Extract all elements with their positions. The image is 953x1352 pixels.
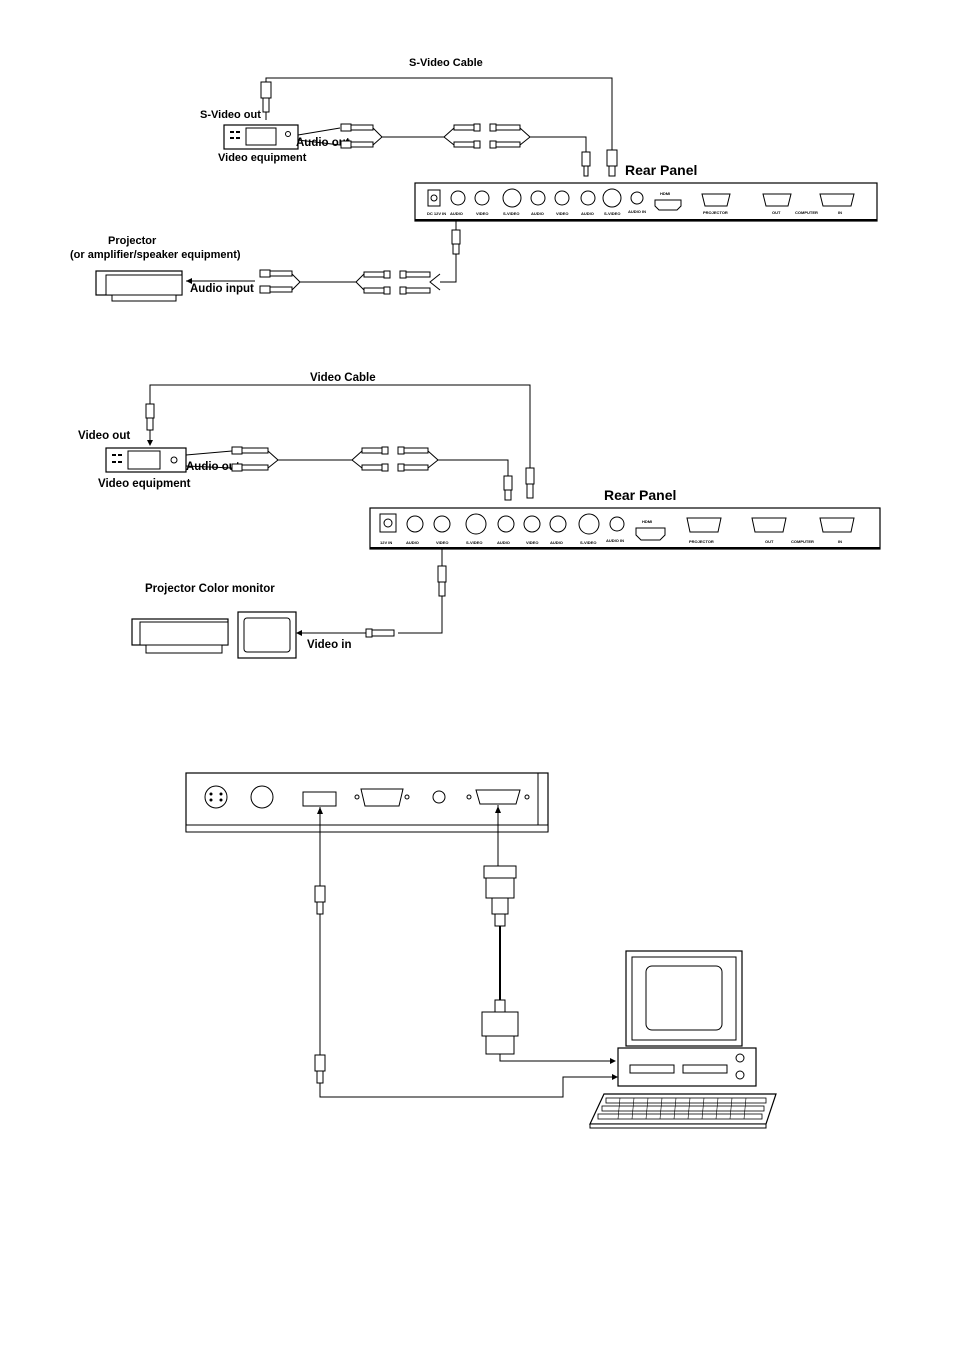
video-cable-sink-2: [296, 549, 447, 638]
rca-port: [554, 190, 570, 206]
rear-panel-2: 12V IN AUDIO VIDEO S-VIDEO AUDIO VIDEO A…: [369, 507, 881, 550]
diagram-svideo-connection: S-Video Cable S-Video out Video equipmen…: [70, 57, 878, 302]
panel-label: HDMI: [660, 191, 670, 196]
panel-label: AUDIO: [406, 540, 419, 545]
audio-cable-sink-1: [186, 221, 461, 295]
projector-sublabel-1: (or amplifier/speaker equipment): [70, 249, 241, 261]
svideo-port: [502, 188, 522, 208]
rca-port: [433, 515, 451, 533]
video-cable-wire: [149, 384, 531, 468]
rca-port: [474, 190, 490, 206]
usb-cable: [314, 807, 618, 1098]
video-equipment-2: [105, 447, 187, 473]
audio-cable-2: [185, 446, 509, 476]
rca-port: [549, 515, 567, 533]
dc-jack: [379, 513, 397, 533]
serial-port: [475, 789, 521, 805]
panel-label: DC 12V IN: [427, 211, 446, 216]
vga-port-projector: [701, 193, 731, 207]
projector-label-1: Projector: [108, 235, 157, 247]
panel-label: VIDEO: [436, 540, 448, 545]
panel-label: AUDIO: [581, 211, 594, 216]
rca-port: [523, 515, 541, 533]
audio-cable-source-1: [297, 123, 587, 152]
diagram-computer-connection: [185, 772, 777, 1129]
video-out-label: Video out: [78, 430, 130, 442]
panel-plugs-1: [581, 149, 618, 177]
projector-1: [95, 270, 183, 302]
dc-jack: [427, 189, 441, 207]
panel-label: S-VIDEO: [604, 211, 620, 216]
panel-label: S-VIDEO: [466, 540, 482, 545]
color-monitor: [237, 611, 297, 659]
panel-plugs-2: [503, 467, 535, 501]
keyboard: [589, 1093, 777, 1129]
panel-label: AUDIO: [497, 540, 510, 545]
svideo-out-label: S-Video out: [200, 109, 261, 121]
vga-port: [360, 788, 404, 807]
panel-label: OUT: [765, 539, 774, 544]
audio-in-port: [630, 191, 644, 205]
panel-label: VIDEO: [476, 211, 488, 216]
video-equipment-label-1: Video equipment: [218, 152, 307, 164]
panel-label: AUDIO: [450, 211, 463, 216]
panel-label: VIDEO: [556, 211, 568, 216]
projector-monitor-label: Projector Color monitor: [145, 583, 275, 595]
panel-label: AUDIO: [531, 211, 544, 216]
projector-2: [131, 618, 229, 654]
svideo-plug-source: [260, 81, 272, 120]
vga-port-out: [762, 193, 792, 207]
diagram-video-connection: Video Cable Video out Video equipment Au…: [78, 372, 881, 659]
panel-label: AUDIO IN: [606, 538, 624, 543]
serial-cable: [481, 805, 616, 1064]
rca-port: [530, 190, 546, 206]
audio-in-port: [609, 516, 625, 532]
rear-panel-label-2: Rear Panel: [604, 487, 676, 503]
hdmi-port: [635, 527, 666, 541]
video-equipment-label-2: Video equipment: [98, 478, 191, 490]
svideo-port: [465, 513, 487, 535]
panel-label: COMPUTER: [791, 539, 814, 544]
video-plug-source: [145, 403, 155, 446]
svideo-cable-label: S-Video Cable: [409, 57, 483, 69]
panel-label: PROJECTOR: [689, 539, 714, 544]
rear-panel-3: [185, 772, 549, 833]
round-port: [250, 785, 274, 809]
panel-label: OUT: [772, 210, 781, 215]
video-equipment-1: [223, 124, 299, 150]
video-cable-label: Video Cable: [310, 372, 376, 384]
usb-port: [302, 791, 337, 807]
vga-port-out: [751, 517, 787, 533]
jack-port: [432, 790, 446, 804]
vga-port-projector: [686, 517, 722, 533]
rca-port: [406, 515, 424, 533]
panel-label: PROJECTOR: [703, 210, 728, 215]
panel-label: VIDEO: [526, 540, 538, 545]
hdmi-port: [654, 199, 682, 211]
panel-label: IN: [838, 539, 842, 544]
panel-label: AUDIO IN: [628, 209, 646, 214]
panel-label: AUDIO: [550, 540, 563, 545]
rear-panel-1: DC 12V IN AUDIO VIDEO S-VIDEO AUDIO VIDE…: [414, 182, 878, 222]
s-video-port: [204, 785, 228, 809]
rear-panel-label-1: Rear Panel: [625, 162, 697, 178]
rca-port: [497, 515, 515, 533]
panel-label: 12V IN: [380, 540, 392, 545]
rca-port: [580, 190, 596, 206]
svideo-port: [578, 513, 600, 535]
panel-label: COMPUTER: [795, 210, 818, 215]
rca-port: [450, 190, 466, 206]
panel-label: IN: [838, 210, 842, 215]
vga-port-in: [819, 517, 855, 533]
svideo-port: [602, 188, 622, 208]
desktop-computer: [617, 950, 757, 1087]
vga-port-in: [819, 193, 855, 207]
audio-input-label: Audio input: [190, 283, 254, 295]
panel-label: HDMI: [642, 519, 652, 524]
video-in-label: Video in: [307, 639, 352, 651]
panel-label: S-VIDEO: [580, 540, 596, 545]
panel-label: S-VIDEO: [503, 211, 519, 216]
